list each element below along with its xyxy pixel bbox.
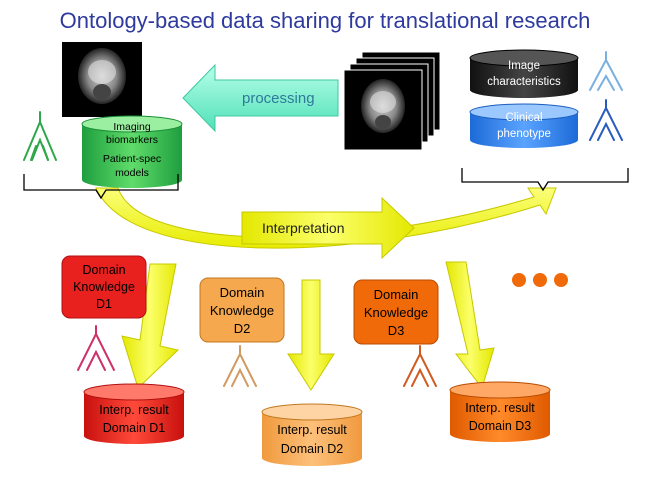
clinical-line1: Clinical <box>505 112 542 124</box>
result-cylinder-d1: Interp. result Domain D1 <box>83 383 185 444</box>
imaging-biomarkers-cylinder: Imaging biomarkers Patient-spec models <box>81 115 183 188</box>
biomarker-line2: biomarkers <box>106 134 158 146</box>
tree-light-blue-icon <box>589 51 623 91</box>
biomarker-line1: Imaging <box>113 121 151 133</box>
domain-knowledge-d3: Domain Knowledge D3 <box>353 279 439 345</box>
d2-line2: Knowledge <box>210 303 274 318</box>
interpretation-label: Interpretation <box>262 220 345 236</box>
d2-line3: D2 <box>234 321 251 336</box>
clinical-phenotype-cylinder: Clinical phenotype <box>469 103 579 148</box>
image-characteristics-cylinder: Image characteristics <box>469 49 579 98</box>
domain-knowledge-d2: Domain Knowledge D2 <box>199 277 285 343</box>
d1-line3: D1 <box>96 297 112 311</box>
biomarker-line4: models <box>115 167 149 179</box>
mri-stack-icon <box>343 51 441 151</box>
title: Ontology-based data sharing for translat… <box>60 8 591 33</box>
down-arrow-d1 <box>121 263 180 389</box>
biomarker-line3: Patient-spec <box>103 153 161 165</box>
d3-line2: Knowledge <box>364 305 428 320</box>
image-char-line2: characteristics <box>487 76 561 88</box>
tree-green-icon <box>23 111 57 161</box>
result-d1-line2: Domain D1 <box>103 421 166 435</box>
left-brace <box>23 174 179 200</box>
d1-line1: Domain <box>82 263 125 277</box>
result-cylinder-d3: Interp. result Domain D3 <box>449 381 551 442</box>
mri-slice-icon <box>62 42 142 117</box>
result-d3-line1: Interp. result <box>465 401 535 415</box>
clinical-line2: phenotype <box>497 128 551 140</box>
processing-arrow: processing <box>182 63 339 133</box>
tree-pink-icon <box>77 325 115 371</box>
result-d2-line1: Interp. result <box>277 423 347 437</box>
processing-label: processing <box>242 90 315 107</box>
tree-dark-blue-icon <box>589 99 623 141</box>
result-d2-line2: Domain D2 <box>281 442 344 456</box>
ellipsis-dots-icon <box>512 273 568 287</box>
d1-line2: Knowledge <box>73 280 135 294</box>
domain-knowledge-d1: Domain Knowledge D1 <box>61 255 147 319</box>
interpretation-arrow: Interpretation <box>241 196 415 260</box>
down-arrow-d3 <box>445 261 495 390</box>
d3-line3: D3 <box>388 323 405 338</box>
right-brace <box>461 168 629 192</box>
result-d3-line2: Domain D3 <box>469 419 532 433</box>
result-cylinder-d2: Interp. result Domain D2 <box>261 403 363 466</box>
d3-line1: Domain <box>374 287 419 302</box>
image-char-line1: Image <box>508 60 540 72</box>
result-d1-line1: Interp. result <box>99 403 169 417</box>
down-arrow-d2 <box>287 279 335 391</box>
tree-orange-icon <box>403 345 437 387</box>
tree-tan-icon <box>223 345 257 387</box>
d2-line1: Domain <box>220 285 265 300</box>
